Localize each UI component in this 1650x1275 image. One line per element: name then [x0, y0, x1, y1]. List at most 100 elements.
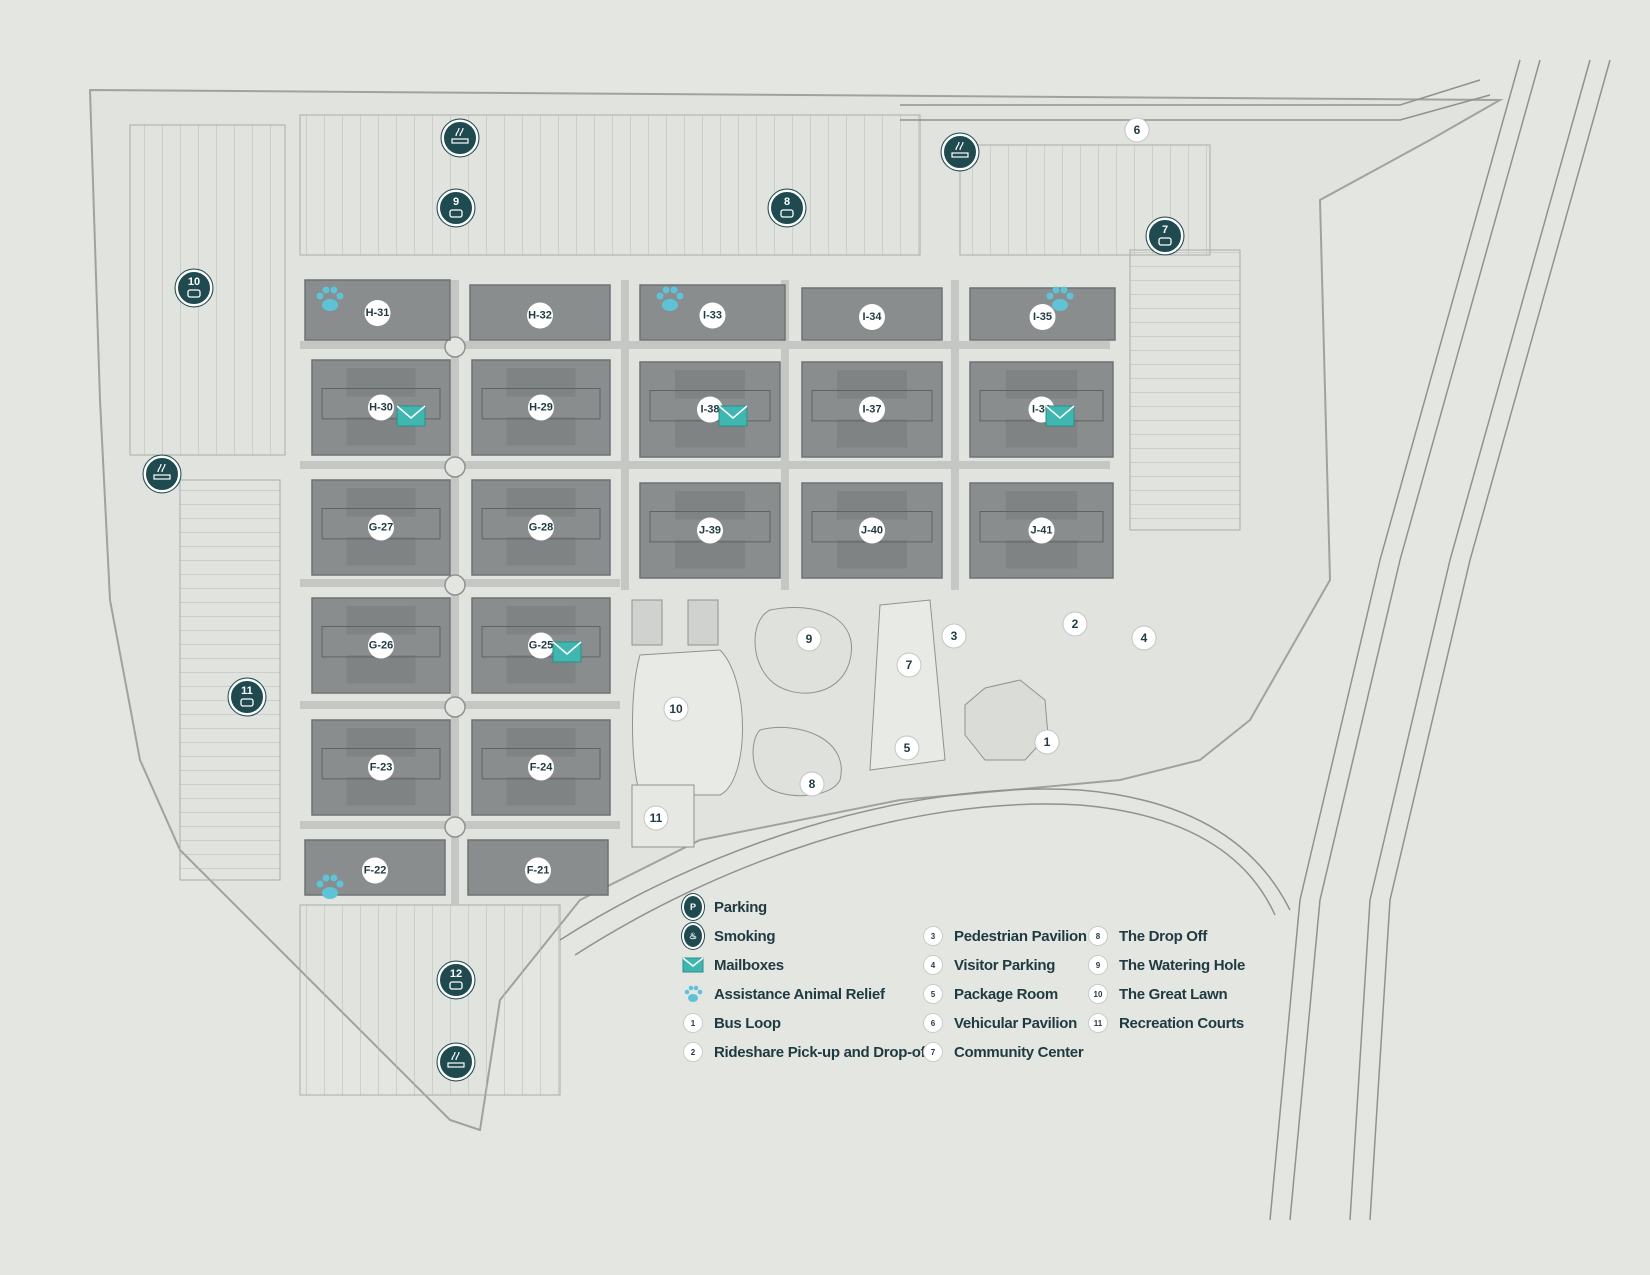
building-i-36[interactable]: I-36: [969, 361, 1114, 458]
amenity-number: 3: [923, 926, 943, 946]
amenity-marker-10[interactable]: 10: [663, 696, 689, 722]
amenity-number: 11: [650, 811, 663, 825]
smoking-icon[interactable]: [436, 1042, 476, 1082]
amenity-number: 1: [1044, 735, 1051, 749]
amenity-number: 4: [923, 955, 943, 975]
amenity-marker-5[interactable]: 5: [894, 735, 920, 761]
legend-label: Assistance Animal Relief: [714, 985, 885, 1003]
amenity-marker-9[interactable]: 9: [796, 626, 822, 652]
building-j-41[interactable]: J-41: [969, 482, 1114, 579]
building-j-39[interactable]: J-39: [639, 482, 781, 579]
amenity-number: 3: [951, 629, 958, 643]
amenity-number: 9: [806, 632, 813, 646]
building-label: G-26: [369, 640, 393, 652]
building-j-40[interactable]: J-40: [801, 482, 943, 579]
building-i-37[interactable]: I-37: [801, 361, 943, 458]
legend-label: Vehicular Pavilion: [954, 1014, 1077, 1032]
mailbox-icon[interactable]: [718, 405, 748, 427]
parking-marker-10[interactable]: 10: [174, 268, 214, 308]
parking-marker-12[interactable]: 12: [436, 960, 476, 1000]
parking-number: 10: [188, 276, 200, 288]
community-center-plaza: [869, 599, 946, 771]
building-label: I-34: [863, 311, 883, 323]
legend-amenity-11: 11 Recreation Courts: [1087, 1011, 1244, 1035]
amenity-number: 2: [683, 1042, 703, 1062]
amenity-number: 5: [904, 741, 911, 755]
paw-icon[interactable]: [1046, 286, 1074, 312]
building-label-badge: [528, 514, 554, 541]
building-label: J-41: [1030, 525, 1052, 537]
amenity-marker-6[interactable]: 6: [1124, 117, 1150, 143]
building-label: G-28: [529, 522, 553, 534]
building-h-30[interactable]: H-30: [311, 359, 451, 456]
building-h-29[interactable]: H-29: [471, 359, 611, 456]
building-label: F-22: [364, 865, 387, 877]
car-icon: [187, 289, 201, 298]
parking-marker-11[interactable]: 11: [227, 677, 267, 717]
parking-number: 9: [453, 196, 459, 208]
smoking-icon[interactable]: [440, 118, 480, 158]
mailbox-icon[interactable]: [396, 405, 426, 427]
mailbox-icon[interactable]: [1045, 405, 1075, 427]
parking-marker-7[interactable]: 7: [1145, 216, 1185, 256]
building-f-21[interactable]: F-21: [467, 839, 609, 896]
building-g-27[interactable]: G-27: [311, 479, 451, 576]
building-label-badge: [525, 857, 551, 884]
legend-smoking: ♨ Smoking: [682, 923, 776, 949]
building-f-22[interactable]: F-22: [304, 839, 446, 896]
smoking-icon[interactable]: [142, 454, 182, 494]
smoking-markers: [142, 118, 980, 1082]
paw-markers: [316, 286, 1074, 900]
amenity-number: 8: [809, 777, 816, 791]
building-i-38[interactable]: I-38: [639, 361, 781, 458]
mailbox-icon[interactable]: [552, 641, 582, 663]
building-f-23[interactable]: F-23: [311, 719, 451, 816]
building-i-33[interactable]: I-33: [639, 284, 786, 341]
building-label: J-40: [861, 525, 883, 537]
legend-label: The Drop Off: [1119, 927, 1208, 945]
mailbox-icon: [682, 954, 704, 976]
building-g-26[interactable]: G-26: [311, 597, 451, 694]
car-icon: [240, 698, 254, 707]
parking-number: 7: [1162, 224, 1168, 236]
building-i-34[interactable]: I-34: [801, 287, 943, 341]
amenity-marker-3[interactable]: 3: [941, 623, 967, 649]
building-label-badge: [859, 396, 885, 423]
legend-label: The Great Lawn: [1119, 985, 1228, 1003]
amenity-marker-7[interactable]: 7: [896, 652, 922, 678]
roundabouts: [444, 336, 466, 838]
amenity-number: 8: [1088, 926, 1108, 946]
amenity-marker-8[interactable]: 8: [799, 771, 825, 797]
amenity-number: 6: [1134, 123, 1141, 137]
building-label: F-21: [527, 865, 550, 877]
building-g-25[interactable]: G-25: [471, 597, 611, 694]
great-lawn: [632, 649, 743, 796]
legend-amenity-1: 1 Bus Loop: [682, 1011, 781, 1035]
parking-marker-9[interactable]: 9: [436, 188, 476, 228]
legend-amenity-5: 5 Package Room: [922, 982, 1058, 1006]
amenity-marker-1[interactable]: 1: [1034, 729, 1060, 755]
legend-mailboxes: Mailboxes: [682, 953, 784, 977]
amenity-marker-11[interactable]: 11: [643, 805, 669, 831]
legend-amenity-6: 6 Vehicular Pavilion: [922, 1011, 1077, 1035]
amenity-marker-2[interactable]: 2: [1062, 611, 1088, 637]
building-f-24[interactable]: F-24: [471, 719, 611, 816]
building-label-badge: [528, 394, 554, 421]
building-h-32[interactable]: H-32: [469, 284, 611, 341]
paw-icon[interactable]: [316, 874, 344, 900]
amenity-number: 2: [1072, 617, 1079, 631]
amenity-marker-4[interactable]: 4: [1131, 625, 1157, 651]
paw-icon[interactable]: [316, 286, 344, 312]
building-i-35[interactable]: I-35: [969, 287, 1116, 341]
legend-amenity-8: 8 The Drop Off: [1087, 924, 1207, 948]
paw-icon: [682, 983, 704, 1005]
building-g-28[interactable]: G-28: [471, 479, 611, 576]
smoking-icon[interactable]: [940, 132, 980, 172]
parking-marker-8[interactable]: 8: [767, 188, 807, 228]
legend-label: Community Center: [954, 1043, 1084, 1061]
watering-hole-pool: [754, 606, 852, 694]
paw-icon[interactable]: [656, 286, 684, 312]
legend-amenity-4: 4 Visitor Parking: [922, 953, 1055, 977]
